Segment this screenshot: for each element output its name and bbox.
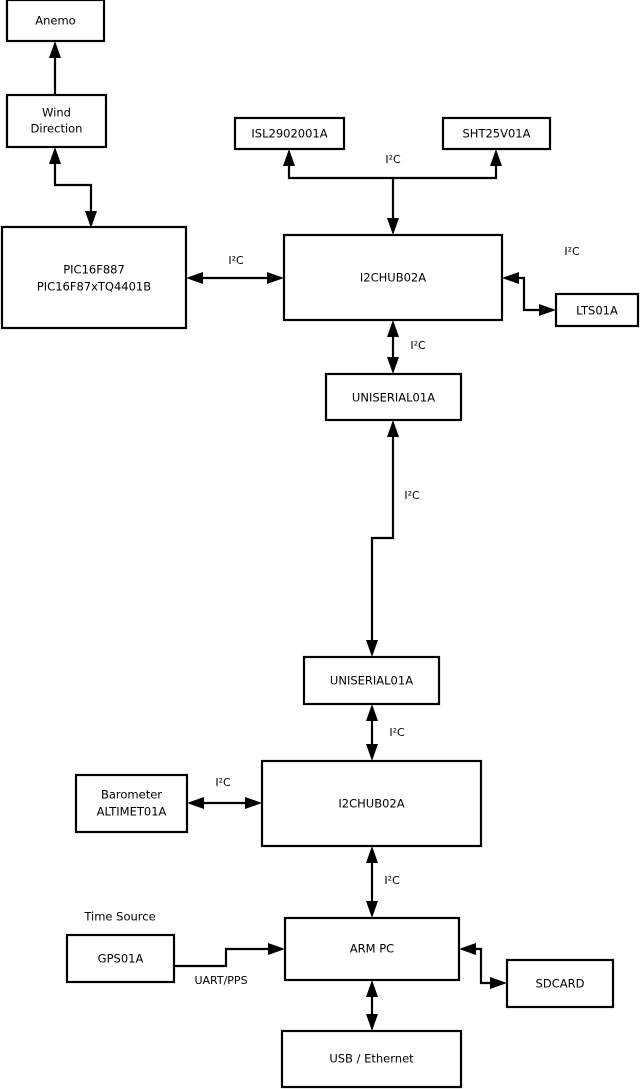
node-wind-direction-label-line1: Wind (42, 106, 71, 120)
node-uniserial01a-top[interactable]: UNISERIAL01A (324, 372, 463, 422)
arrow-head-up (387, 320, 399, 337)
node-pic-label-line2: PIC16F87xTQ4401B (37, 280, 151, 294)
edge-barometer-i2chub-bottom (187, 797, 262, 809)
label-uart-pps: UART/PPS (194, 974, 247, 987)
node-arm-pc[interactable]: ARM PC (283, 916, 461, 982)
edge-uniserial-bottom-i2chub-bottom (366, 704, 378, 761)
label-time-source: Time Source (83, 910, 155, 924)
node-gps01a[interactable]: GPS01A (65, 933, 176, 984)
arrow-head-down (366, 744, 378, 761)
arrow-head-right (267, 272, 284, 284)
node-wind-direction-label-line2: Direction (31, 122, 83, 136)
node-isl2902001a-label: ISL2902001A (251, 127, 327, 141)
node-barometer-altimet01a[interactable]: Barometer ALTIMET01A (74, 773, 189, 834)
label-i2c-hub-arm-pc: I²C (384, 874, 400, 887)
node-sht25v01a[interactable]: SHT25V01A (441, 116, 552, 151)
node-usb-ethernet[interactable]: USB / Ethernet (280, 1029, 463, 1089)
arrow-head-down (366, 640, 378, 657)
arrow-head-right (490, 977, 507, 989)
node-barometer-label-line1: Barometer (101, 788, 162, 802)
node-usb-ethernet-label: USB / Ethernet (329, 1052, 414, 1066)
arrow-head-left (186, 272, 203, 284)
arrow-head-up (366, 704, 378, 721)
arrow-head-down (366, 1014, 378, 1031)
node-uniserial01a-bottom-label: UNISERIAL01A (330, 674, 413, 688)
arrow-head-up (49, 41, 61, 58)
arrow-head-up (49, 147, 61, 164)
node-arm-pc-label: ARM PC (350, 942, 394, 956)
arrow-head-up-isl (283, 149, 295, 166)
arrow-head-down (387, 357, 399, 374)
node-uniserial01a-top-label: UNISERIAL01A (352, 391, 435, 405)
edge-i2chub-top-lts01a (502, 272, 556, 316)
edge-i2chub-bottom-arm-pc (366, 846, 378, 918)
node-wind-direction[interactable]: Wind Direction (5, 93, 108, 149)
arrow-head-up-sht (490, 149, 502, 166)
edge-arm-pc-sdcard (459, 943, 507, 989)
node-i2chub02a-bottom[interactable]: I2CHUB02A (260, 759, 483, 848)
arrow-head-up (366, 980, 378, 997)
arrow-head-down (387, 218, 399, 235)
node-sdcard-label: SDCARD (536, 977, 585, 991)
label-i2c-hub-uniserial: I²C (410, 339, 426, 352)
arrow-head-down (366, 901, 378, 918)
label-i2c-hub-lts: I²C (564, 245, 580, 258)
node-i2chub02a-bottom-label: I2CHUB02A (338, 797, 404, 811)
arrow-head-up (387, 420, 399, 437)
edge-arm-pc-usb-ethernet (366, 980, 378, 1031)
arrow-head-right (245, 797, 262, 809)
node-sht25v01a-label: SHT25V01A (463, 127, 531, 141)
label-i2c-pic-hub: I²C (228, 254, 244, 267)
arrow-head-left (459, 943, 476, 955)
arrow-head-right (268, 943, 285, 955)
arrow-head-up (366, 846, 378, 863)
node-lts01a[interactable]: LTS01A (554, 292, 640, 328)
arrow-head-left (187, 797, 204, 809)
label-i2c-uniserial-link: I²C (404, 489, 420, 502)
edge-gps01a-arm-pc (174, 943, 285, 968)
node-barometer-label-line2: ALTIMET01A (97, 805, 167, 819)
node-i2chub02a-top[interactable]: I2CHUB02A (282, 233, 504, 322)
arrow-head-down (85, 211, 97, 228)
arrow-head-left (502, 272, 519, 284)
node-anemo-label: Anemo (35, 14, 75, 28)
edge-wind-direction-pic (49, 147, 97, 228)
node-pic-label-line1: PIC16F887 (63, 263, 125, 277)
edge-pic-i2chub-top (186, 272, 284, 284)
node-isl2902001a[interactable]: ISL2902001A (233, 116, 346, 151)
node-anemo[interactable]: Anemo (5, 0, 106, 43)
arrow-head-right (539, 304, 556, 316)
node-i2chub02a-top-label: I2CHUB02A (360, 271, 426, 285)
node-uniserial01a-bottom[interactable]: UNISERIAL01A (302, 655, 441, 706)
node-pic-microcontroller[interactable]: PIC16F887 PIC16F87xTQ4401B (0, 225, 188, 330)
edge-i2chub-top-uniserial-top (387, 320, 399, 374)
node-gps01a-label: GPS01A (98, 952, 144, 966)
node-sdcard[interactable]: SDCARD (505, 958, 615, 1009)
edge-i2chub-top-sensors (283, 149, 502, 235)
label-i2c-hub-sensors: I²C (385, 153, 401, 166)
edge-uniserial-top-uniserial-bottom (366, 420, 399, 657)
label-i2c-barometer-hub: I²C (215, 776, 231, 789)
label-i2c-uniserial-hub-bottom: I²C (389, 726, 405, 739)
node-lts01a-label: LTS01A (576, 304, 618, 318)
